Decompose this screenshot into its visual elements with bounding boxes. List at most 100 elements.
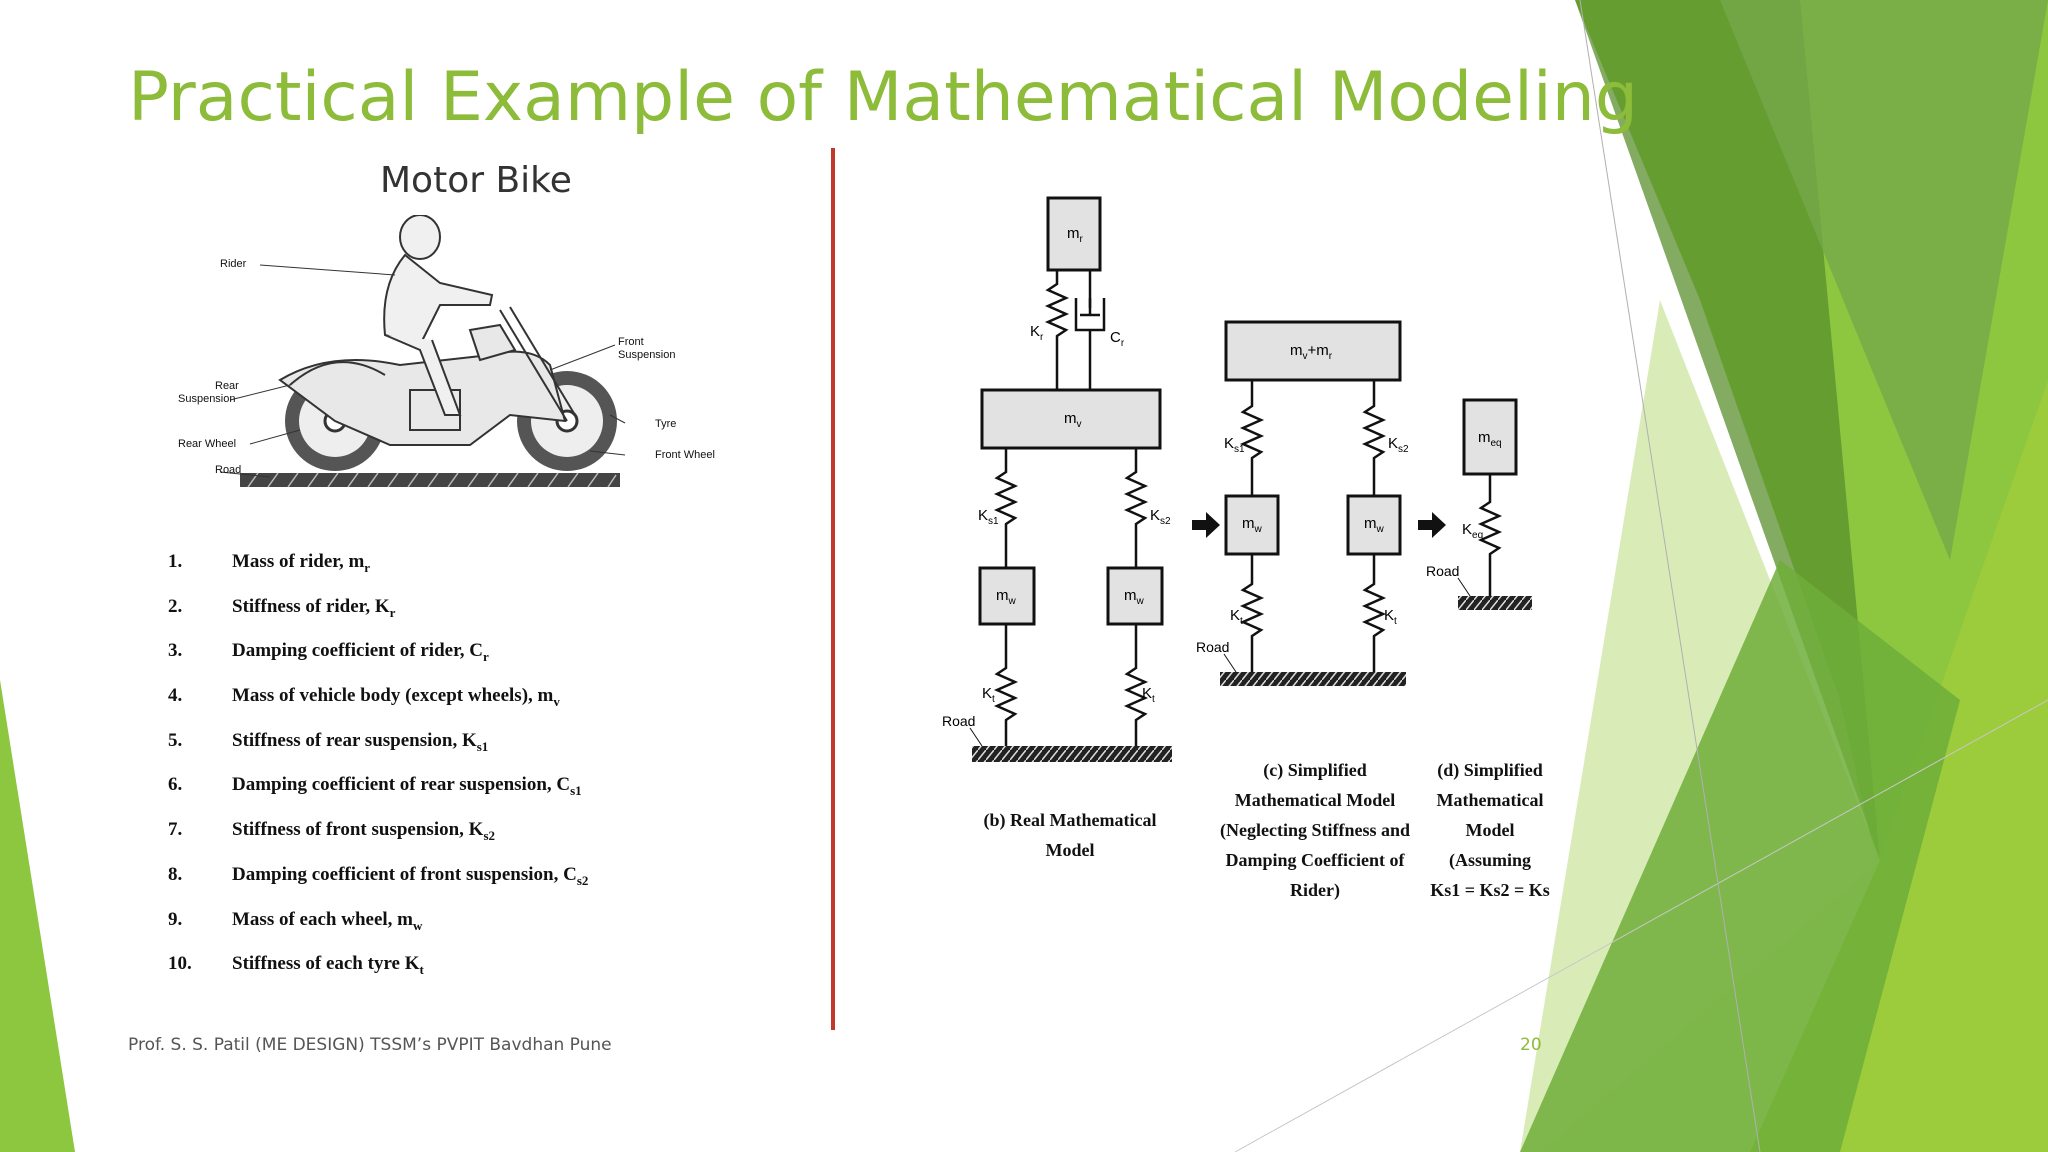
subtitle-motor-bike: Motor Bike (380, 160, 572, 201)
arrow-b-to-c (1192, 512, 1220, 538)
caption-c-line-4: Damping Coefficient of (1225, 850, 1405, 870)
mass-front-wheel-label: mw (1124, 587, 1145, 607)
caption-model-c: (c) Simplified Mathematical Model (Negle… (1220, 755, 1410, 905)
parameter-item: 1.Mass of rider, mr (168, 540, 588, 585)
caption-d-line-4: Ks1 = Ks2 = Ks (1430, 880, 1550, 900)
damper-rider (1074, 270, 1106, 390)
parameter-subscript: r (389, 604, 396, 620)
parameter-item: 10.Stiffness of each tyre Kt (168, 942, 588, 987)
parameter-number: 9. (168, 908, 183, 930)
k-s1-c-label: Ks1 (1224, 435, 1245, 455)
k-eq-label: Keq (1462, 521, 1483, 541)
parameter-subscript: w (413, 917, 423, 933)
parameter-number: 7. (168, 819, 183, 841)
parameter-number: 2. (168, 595, 183, 617)
road-d-label: Road (1426, 563, 1459, 579)
motorbike-illustration: Rider Front Suspension Rear Suspension R… (178, 215, 715, 488)
parameter-item: 2. Stiffness of rider, Kr (168, 585, 588, 630)
caption-d-line-2: Mathematical Model (1436, 790, 1544, 840)
k-s2-label: Ks2 (1150, 507, 1171, 527)
footer-author: Prof. S. S. Patil (ME DESIGN) TSSM’s PVP… (128, 1035, 612, 1055)
spring-front-suspension (1123, 448, 1149, 568)
parameter-subscript: s2 (576, 872, 589, 888)
caption-c-line-3: (Neglecting Stiffness and (1220, 820, 1410, 840)
parameter-item: 6.Damping coefficient of rear suspension… (168, 763, 588, 808)
label-tyre: Tyre (655, 418, 676, 430)
label-road: Road (215, 464, 241, 476)
caption-c-line-2: Mathematical Model (1234, 790, 1396, 810)
mass-rear-wheel-label: mw (996, 587, 1017, 607)
mass-c-rear-wheel-label: mw (1242, 515, 1263, 535)
road-hatch-lines (247, 472, 617, 488)
parameter-item: 9. Mass of each wheel, mw (168, 898, 588, 943)
road-b (972, 746, 1172, 762)
caption-d-line-3: (Assuming (1448, 850, 1532, 870)
parameter-subscript: r (483, 649, 489, 665)
parameter-subscript: s1 (570, 783, 582, 799)
parameter-text: Damping coefficient of rear suspension, … (232, 774, 571, 796)
parameter-item: 5. Stiffness of rear suspension, Ks1 (168, 719, 588, 764)
caption-model-b: (b) Real Mathematical Model (983, 810, 1157, 860)
caption-d-line-1: (d) Simplified (1437, 760, 1543, 780)
parameter-subscript: s1 (476, 738, 489, 754)
c-rider-label: Cr (1110, 329, 1125, 349)
mass-combined-block (1224, 320, 1402, 382)
parameter-text: Damping coefficient of rider, C (232, 640, 483, 662)
model-b-real: mr Kr Cr mv Ks1 Ks2 mw mw Kt Kt (942, 196, 1172, 762)
parameter-text: Stiffness of rear suspension, K (232, 729, 477, 751)
k-t-front-label: Kt (1142, 685, 1155, 705)
parameter-text: Stiffness of rider, K (232, 595, 390, 617)
parameter-text: Stiffness of each tyre K (232, 953, 420, 975)
k-s2-c-label: Ks2 (1388, 435, 1409, 455)
spring-rider (1044, 270, 1070, 390)
parameter-subscript: r (364, 560, 371, 575)
caption-c-line-1: (c) Simplified (1263, 760, 1367, 780)
parameter-list: 1.Mass of rider, mr 2. Stiffness of rider,… (168, 540, 588, 987)
mass-eq-label: meq (1478, 429, 1502, 449)
red-divider-line (831, 148, 835, 1030)
parameter-number: 5. (168, 729, 183, 751)
caption-model-d: (d) Simplified Mathematical Model (Assum… (1410, 755, 1570, 905)
mass-front-wheel-block (1106, 566, 1164, 626)
spring-front-tyre (1123, 624, 1149, 746)
label-front-suspension-1: Front (618, 336, 644, 348)
model-d-simplified: meq Keq Road (1426, 398, 1532, 610)
k-t-rear-label: Kt (982, 685, 995, 705)
parameter-item: 3. Damping coefficient of rider, Cr (168, 629, 588, 674)
caption-c-line-5: Rider) (1290, 880, 1340, 900)
mass-body-block (980, 388, 1162, 450)
lumped-parameter-models: mr Kr Cr mv Ks1 Ks2 mw mw Kt Kt (942, 196, 1532, 762)
parameter-text: Stiffness of front suspension, K (232, 819, 484, 841)
parameter-text: Damping coefficient of front suspension,… (232, 863, 577, 885)
parameter-subscript: t (419, 962, 424, 978)
parameter-number: 3. (168, 640, 183, 662)
arrow-c-to-d (1418, 512, 1446, 538)
parameter-item: 7. Stiffness of front suspension, Ks2 (168, 808, 588, 853)
mass-combined-label: mv+mr (1290, 342, 1333, 362)
parameter-text: Mass of each wheel, m (232, 908, 413, 930)
parameter-item: 4. Mass of vehicle body (except wheels), … (168, 674, 588, 719)
mass-body-label: mv (1064, 410, 1082, 430)
spring-eq (1477, 474, 1503, 596)
spring-c-front-suspension (1361, 380, 1387, 496)
label-rear-suspension-2: Suspension (178, 393, 236, 405)
parameter-number: 1. (168, 551, 183, 572)
label-rider: Rider (220, 258, 247, 270)
road-c-label: Road (1196, 639, 1229, 655)
page-number: 20 (1520, 1035, 1542, 1055)
parameter-number: 4. (168, 685, 183, 707)
spring-rear-suspension (993, 448, 1019, 568)
mass-rider-label: mr (1067, 225, 1084, 245)
label-front-suspension-2: Suspension (618, 349, 676, 361)
parameter-text: Mass of vehicle body (except wheels), m (232, 685, 554, 707)
road-d (1458, 596, 1532, 610)
parameter-number: 8. (168, 863, 183, 885)
spring-c-rear-suspension (1239, 380, 1265, 496)
parameter-subscript: s2 (483, 828, 496, 844)
k-t-c-rear-label: Kt (1230, 607, 1243, 627)
k-s1-label: Ks1 (978, 507, 999, 527)
mass-c-front-wheel-label: mw (1364, 515, 1385, 535)
road-b-label: Road (942, 713, 975, 729)
